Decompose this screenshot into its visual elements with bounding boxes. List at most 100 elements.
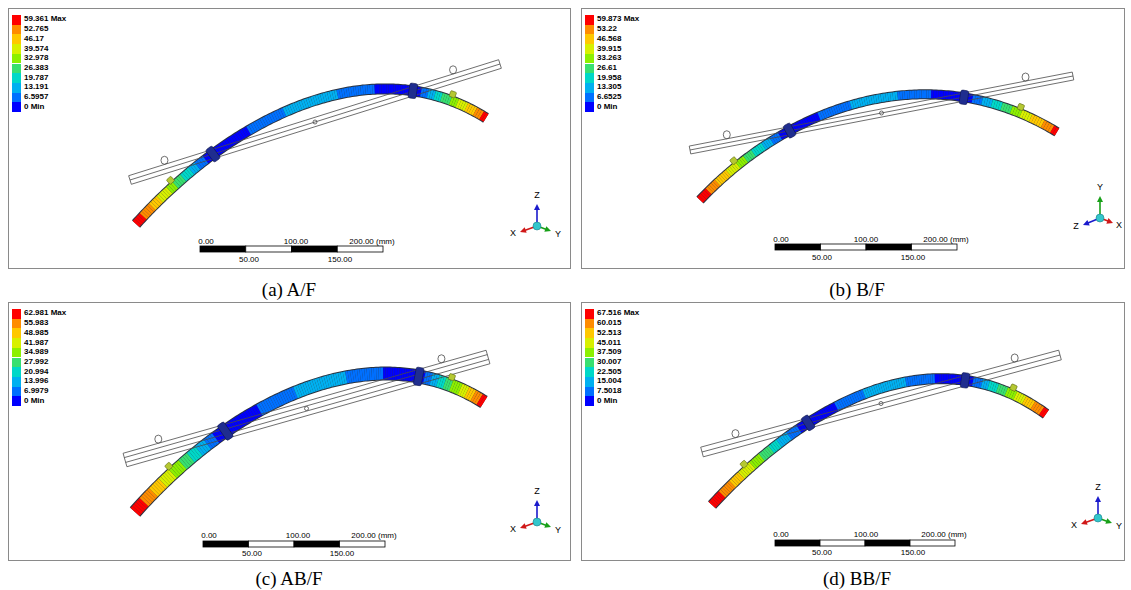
beam-contour — [179, 180, 181, 182]
rail-loop — [450, 66, 457, 74]
beam-contour — [782, 134, 784, 135]
beam-contour — [775, 445, 777, 447]
legend-swatch — [585, 93, 594, 103]
panel-frame — [582, 303, 1125, 561]
beam-contour — [717, 498, 719, 500]
axis-label: Z — [1095, 483, 1101, 493]
beam-contour — [787, 436, 789, 437]
beam-contour — [162, 196, 164, 198]
rail-edge — [123, 350, 486, 453]
beam-contour — [754, 462, 756, 464]
beam-contour — [900, 91, 902, 99]
scale-bar-label: 0.00 — [773, 531, 789, 540]
support-pin — [1010, 384, 1018, 392]
legend-label: 46.568 — [597, 35, 621, 44]
axis-label: Z — [534, 487, 540, 497]
beam-contour — [773, 446, 775, 448]
beam-contour — [471, 395, 473, 396]
beam-contour — [145, 212, 147, 214]
beam-contour — [242, 133, 244, 134]
rail-end — [499, 60, 502, 69]
beam-contour — [386, 84, 388, 93]
scale-bar-segment — [912, 244, 958, 250]
beam-contour — [1035, 120, 1037, 121]
beam-contour — [742, 161, 744, 163]
beam-contour — [147, 211, 149, 213]
beam-contour — [233, 425, 235, 426]
legend-label: 0 Min — [597, 103, 617, 112]
scale-bar-label: 200.00 (mm) — [923, 236, 968, 245]
beam-contour — [1044, 412, 1046, 414]
beam-contour — [264, 406, 266, 407]
beam-contour — [931, 90, 933, 98]
rail-edge — [701, 350, 1059, 447]
scale-bar-label: 100.00 — [286, 532, 310, 541]
axis-label: Y — [555, 230, 561, 240]
beam-contour — [392, 368, 394, 380]
beam-contour — [721, 178, 723, 180]
beam-contour — [769, 449, 771, 451]
rail-end — [129, 176, 132, 185]
axis-label: X — [1116, 221, 1122, 231]
beam-contour — [799, 428, 801, 429]
beam-contour — [756, 461, 758, 463]
beam-contour — [280, 399, 282, 400]
beam-contour — [834, 407, 836, 408]
beam-contour — [183, 463, 185, 465]
beam-contour — [930, 374, 932, 383]
beam-contour — [924, 90, 926, 98]
rail-edge — [690, 76, 1073, 150]
beam-contour — [471, 109, 473, 110]
beam-contour — [707, 191, 709, 193]
beam-contour — [1039, 409, 1041, 410]
beam-contour — [912, 91, 914, 99]
legend-swatch — [12, 367, 21, 377]
beam-contour — [944, 374, 946, 383]
beam-contour — [702, 196, 704, 198]
beam-contour — [801, 426, 803, 427]
legend-label: 30.007 — [597, 358, 621, 367]
beam-contour — [907, 91, 909, 99]
beam-contour — [284, 396, 286, 397]
beam-contour — [1026, 116, 1028, 117]
scale-bar-segment — [246, 246, 292, 252]
axis-label: X — [1071, 521, 1077, 531]
beam-contour — [1029, 403, 1031, 404]
beam-contour — [361, 86, 363, 95]
beam-contour — [738, 477, 740, 479]
beam-contour — [142, 502, 144, 504]
axis-arrowhead — [544, 226, 551, 232]
beam-contour — [770, 141, 772, 142]
axis-label: Y — [1116, 522, 1122, 532]
rail-edge — [703, 360, 1061, 457]
beam-contour — [158, 199, 160, 201]
beam-contour — [808, 120, 810, 121]
beam-contour — [914, 90, 916, 98]
beam-contour — [195, 166, 197, 168]
legend-label: 52.513 — [597, 329, 621, 338]
beam-contour — [484, 117, 486, 118]
beam-contour — [191, 456, 193, 458]
beam-contour — [1050, 128, 1052, 129]
beam-contour — [843, 402, 845, 403]
legend-swatch — [585, 338, 594, 348]
support-pin — [449, 90, 457, 98]
beam-contour — [709, 190, 711, 192]
legend-label: 59.361 Max — [24, 15, 66, 24]
beam-contour — [269, 118, 271, 119]
scale-bar-segment — [910, 540, 955, 546]
beam-contour — [717, 181, 719, 183]
figure-caption: (d) BB/F — [823, 569, 891, 590]
beam-contour — [197, 451, 199, 453]
beam-contour — [179, 466, 181, 468]
beam-contour — [171, 474, 173, 476]
beam-contour — [1042, 411, 1044, 413]
legend-label: 19.958 — [597, 74, 621, 83]
rail-loop — [723, 131, 730, 139]
beam-contour — [159, 485, 161, 487]
rail-loop — [155, 435, 162, 443]
beam-contour — [175, 183, 177, 185]
clamp-block — [959, 90, 969, 105]
beam-contour — [466, 107, 468, 108]
beam-contour — [749, 467, 751, 469]
